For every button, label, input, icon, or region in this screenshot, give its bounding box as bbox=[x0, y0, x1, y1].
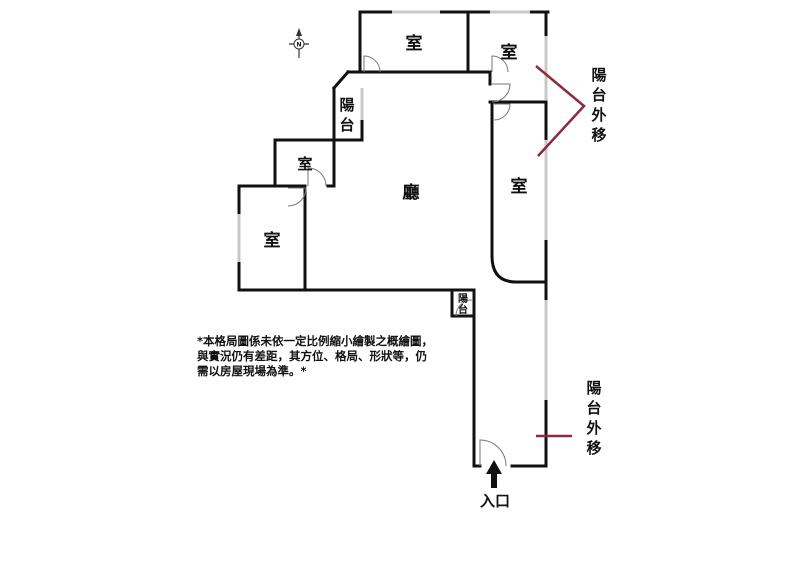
relocation-lower-char-3: 外 bbox=[585, 419, 601, 437]
door-right-room-b bbox=[493, 103, 511, 121]
windows bbox=[237, 10, 548, 400]
door-entrance bbox=[479, 439, 507, 467]
disclaimer-line-2: 與實況仍有差距，其方位、格局、形狀等，仍 bbox=[197, 349, 427, 363]
door-small-room bbox=[307, 167, 327, 187]
doors bbox=[287, 55, 511, 467]
door-top-right-room bbox=[491, 55, 509, 73]
door-left-room bbox=[287, 187, 307, 207]
room-label-small-middle: 室 bbox=[297, 155, 312, 173]
disclaimer-line-3: 需以房屋現場為準。* bbox=[197, 364, 307, 378]
relocation-lower-char-1: 陽 bbox=[586, 379, 601, 397]
door-right-room bbox=[491, 83, 511, 103]
relocation-upper-char-2: 台 bbox=[591, 86, 606, 104]
room-label-top-left: 室 bbox=[406, 33, 423, 54]
disclaimer-note: *本格局圖係未依一定比例縮小繪製之概繪圖， 與實況仍有差距，其方位、格局、形狀等… bbox=[197, 334, 487, 379]
relocation-lower-char-4: 移 bbox=[586, 439, 601, 457]
door-top-left-room bbox=[363, 55, 381, 73]
room-label-living: 廳 bbox=[403, 182, 420, 203]
balcony-small-char-1: 陽 bbox=[458, 293, 468, 305]
balcony-upper-char-1: 陽 bbox=[339, 96, 354, 114]
compass-icon: N bbox=[289, 28, 309, 58]
entrance-label: 入口 bbox=[480, 492, 510, 510]
room-label-top-right: 室 bbox=[501, 42, 518, 63]
entrance-arrow-icon bbox=[486, 460, 502, 488]
compass-north-label: N bbox=[296, 42, 301, 49]
balcony-relocation-markers bbox=[535, 65, 586, 438]
room-label-right: 室 bbox=[511, 176, 528, 197]
relocation-upper-char-4: 移 bbox=[591, 126, 606, 144]
relocation-lower-char-2: 台 bbox=[586, 399, 601, 417]
balcony-small-char-2: 台 bbox=[458, 303, 468, 316]
room-label-left: 室 bbox=[264, 230, 281, 251]
relocation-marker-upper bbox=[535, 65, 586, 157]
relocation-upper-char-1: 陽 bbox=[591, 66, 606, 84]
door-small-balcony bbox=[455, 299, 473, 317]
relocation-upper-char-3: 外 bbox=[590, 106, 606, 124]
disclaimer-line-1: *本格局圖係未依一定比例縮小繪製之概繪圖， bbox=[197, 334, 434, 348]
walls bbox=[237, 10, 550, 468]
balcony-upper-char-2: 台 bbox=[339, 116, 354, 134]
